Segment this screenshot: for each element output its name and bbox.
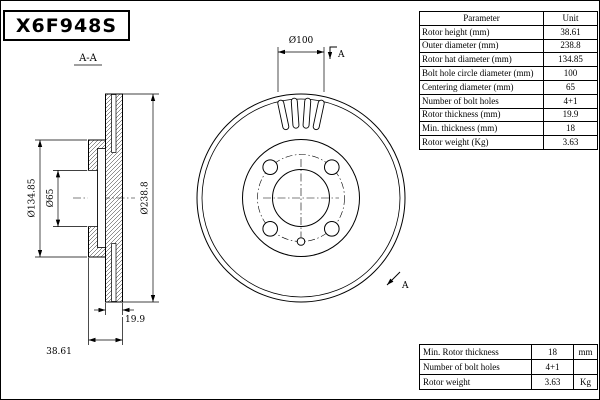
dim-thickness [94, 303, 134, 315]
param-value: 3.63 [543, 135, 598, 150]
dim-outer-diameter-label: Ø238.8 [140, 181, 151, 214]
dim-outer-diameter [123, 93, 159, 303]
summary-value: 3.63 [531, 374, 574, 390]
part-number-box: X6F948S [3, 10, 130, 41]
dim-height-label: 38.61 [46, 347, 72, 357]
table-row: Min. thickness (mm) 18 [419, 121, 598, 137]
vent-gap-top [111, 94, 117, 153]
table-row: Min. Rotor thickness 18 mm [419, 344, 598, 360]
summary-value: 18 [531, 344, 574, 360]
param-label: Rotor thickness (mm) [419, 107, 544, 123]
summary-unit: mm [573, 344, 598, 360]
dim-hat-diameter-label: Ø134.85 [27, 178, 38, 217]
table-row: Rotor weight 3.63 Kg [419, 374, 598, 390]
summary-value: 4+1 [531, 359, 574, 375]
vent-slots [277, 97, 325, 131]
param-label: Centering diameter (mm) [419, 79, 544, 95]
unit-header: Unit [543, 11, 598, 26]
param-value: 18 [543, 121, 598, 137]
table-row: Number of bolt holes 4+1 [419, 93, 598, 109]
bolt-hole [262, 221, 279, 237]
dim-thickness-label: 19.9 [125, 315, 145, 325]
front-view [196, 93, 406, 303]
param-value: 100 [543, 66, 598, 81]
table-row: Rotor hat diameter (mm) 134.85 [419, 52, 598, 68]
locating-hole [296, 237, 306, 246]
param-value: 4+1 [543, 93, 598, 109]
vent-slot [312, 99, 325, 131]
vent-slot [290, 97, 300, 129]
vent-slot [277, 99, 290, 131]
center-bore-edges [87, 170, 98, 227]
summary-label: Number of bolt holes [419, 359, 532, 375]
param-label: Rotor hat diameter (mm) [419, 52, 544, 68]
table-row: Rotor thickness (mm) 19.9 [419, 107, 598, 123]
param-value: 134.85 [543, 52, 598, 68]
param-value: 19.9 [543, 107, 598, 123]
vent-gap-bottom [111, 243, 117, 302]
param-label: Rotor height (mm) [419, 24, 544, 40]
section-title: A-A [78, 53, 98, 64]
summary-label: Rotor weight [419, 374, 532, 390]
param-label: Outer diameter (mm) [419, 38, 544, 54]
section-view: A-A Ø238.8 [27, 53, 159, 357]
part-number: X6F948S [15, 14, 118, 37]
param-label: Rotor weight (Kg) [419, 135, 544, 150]
param-value: 38.61 [543, 24, 598, 40]
hat-interior [97, 148, 106, 248]
parameter-table: Parameter Unit Rotor height (mm) 38.61 O… [419, 11, 598, 150]
param-value: 65 [543, 79, 598, 95]
summary-label: Min. Rotor thickness [419, 344, 532, 360]
summary-unit [573, 359, 598, 375]
bolt-holes [262, 159, 340, 246]
dim-bolt-circle-label: Ø100 [289, 35, 314, 46]
bolt-hole [324, 221, 340, 237]
param-label: Bolt hole circle diameter (mm) [419, 66, 544, 81]
table-row: Bolt hole circle diameter (mm) 100 [419, 66, 598, 81]
param-value: 238.8 [543, 38, 598, 54]
param-label: Min. thickness (mm) [419, 121, 544, 137]
vent-slot [302, 97, 312, 129]
outer-circle [196, 93, 406, 303]
table-row: Outer diameter (mm) 238.8 [419, 38, 598, 54]
section-arrow-label-top: A [337, 50, 345, 60]
hat-circle [242, 139, 360, 257]
center-bore-section [87, 170, 98, 227]
parameter-header: Parameter [419, 11, 544, 26]
table-row: Rotor weight (Kg) 3.63 [419, 135, 598, 150]
table-header-row: Parameter Unit [419, 11, 598, 26]
summary-table: Min. Rotor thickness 18 mm Number of bol… [419, 344, 598, 390]
dim-bolt-circle [277, 47, 325, 92]
table-row: Rotor height (mm) 38.61 [419, 24, 598, 40]
param-label: Number of bolt holes [419, 93, 544, 109]
bolt-hole [324, 159, 340, 175]
friction-edge-circle [201, 98, 401, 298]
summary-unit: Kg [573, 374, 598, 390]
table-row: Number of bolt holes 4+1 [419, 359, 598, 375]
bolt-hole [262, 159, 279, 175]
section-arrow-label-bottom: A [401, 281, 409, 291]
section-arrow-bottom [386, 271, 401, 286]
table-row: Centering diameter (mm) 65 [419, 79, 598, 95]
center-marks [263, 159, 339, 237]
dim-centering-diameter-label: Ø65 [45, 188, 56, 207]
section-cut-marks [327, 46, 401, 286]
section-arrow-top [327, 46, 337, 59]
dim-centering-diameter [53, 170, 87, 227]
dim-height [88, 258, 123, 345]
dim-hat-diameter [35, 139, 87, 258]
